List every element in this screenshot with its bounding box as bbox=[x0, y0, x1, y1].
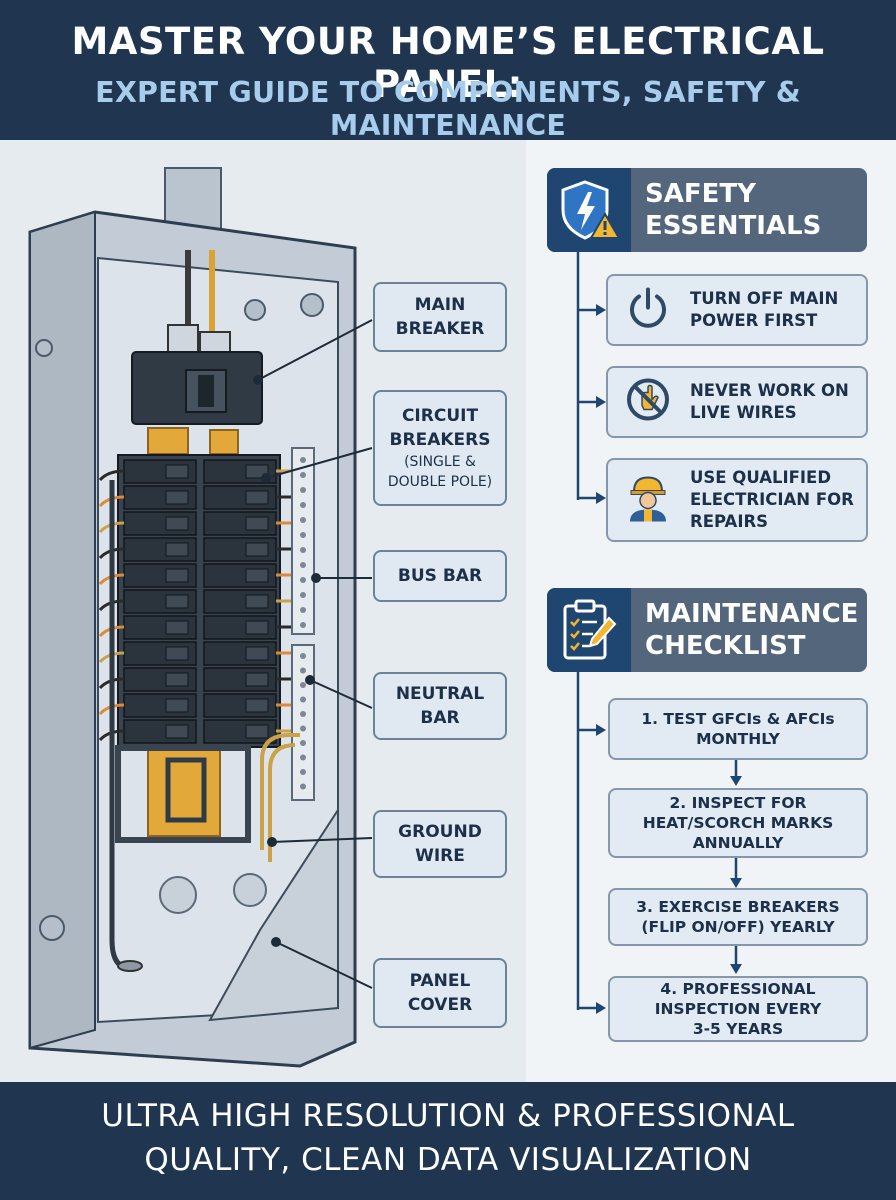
footer-banner: ULTRA HIGH RESOLUTION & PROFESSIONAL QUA… bbox=[0, 1082, 896, 1200]
power-icon bbox=[624, 284, 672, 337]
safety-item-3-line1: USE QUALIFIED bbox=[690, 468, 832, 487]
label-circuit-breakers-sub1: (SINGLE & bbox=[404, 454, 476, 470]
checklist-item-3-line1: 3. EXERCISE BREAKERS bbox=[636, 898, 840, 916]
label-ground-wire-line2: WIRE bbox=[415, 846, 465, 866]
label-panel-cover-line1: PANEL bbox=[409, 971, 471, 991]
label-ground-wire-line1: GROUND bbox=[398, 822, 482, 842]
label-main-breaker: MAIN BREAKER bbox=[373, 282, 507, 352]
checklist-item-4: 4. PROFESSIONAL INSPECTION EVERY 3-5 YEA… bbox=[608, 976, 868, 1042]
checklist-item-2: 2. INSPECT FOR HEAT/SCORCH MARKS ANNUALL… bbox=[608, 788, 868, 858]
no-touch-icon bbox=[624, 376, 672, 429]
label-circuit-breakers-line1: CIRCUIT bbox=[401, 406, 479, 426]
electrician-icon bbox=[624, 472, 672, 529]
label-neutral-bar-line1: NEUTRAL bbox=[395, 684, 485, 704]
label-circuit-breakers-line2: BREAKERS bbox=[389, 430, 491, 450]
label-main-breaker-line2: BREAKER bbox=[395, 319, 485, 339]
checklist-item-2-line3: ANNUALLY bbox=[692, 834, 784, 852]
label-bus-bar-line1: BUS BAR bbox=[397, 566, 483, 586]
label-panel-cover-line2: COVER bbox=[407, 995, 473, 1015]
safety-item-1-line2: POWER FIRST bbox=[690, 311, 818, 330]
safety-title-line1: SAFETY bbox=[645, 179, 756, 209]
maintenance-checklist-header: MAINTENANCE CHECKLIST bbox=[547, 588, 867, 672]
label-neutral-bar-line2: BAR bbox=[420, 708, 460, 728]
label-main-breaker-line1: MAIN bbox=[414, 295, 466, 315]
footer-line-1: ULTRA HIGH RESOLUTION & PROFESSIONAL bbox=[101, 1098, 795, 1134]
label-circuit-breakers-sub2: DOUBLE POLE) bbox=[387, 474, 493, 490]
flow-connectors bbox=[576, 252, 742, 1014]
checklist-item-2-line2: HEAT/SCORCH MARKS bbox=[642, 814, 834, 832]
safety-item-1-line1: TURN OFF MAIN bbox=[690, 289, 839, 308]
safety-item-power-off-text: TURN OFF MAIN POWER FIRST bbox=[690, 276, 856, 344]
checklist-item-1: 1. TEST GFCIs & AFCIs MONTHLY bbox=[608, 698, 868, 760]
label-ground-wire: GROUND WIRE bbox=[373, 810, 507, 878]
safety-essentials-header: SAFETY ESSENTIALS bbox=[547, 168, 867, 252]
bus-bar-strip bbox=[291, 447, 315, 635]
shield-lightning-icon bbox=[547, 168, 631, 252]
footer-line-2: QUALITY, CLEAN DATA VISUALIZATION bbox=[144, 1142, 752, 1178]
label-panel-cover: PANEL COVER bbox=[373, 958, 507, 1028]
safety-item-electrician-text: USE QUALIFIED ELECTRICIAN FOR REPAIRS bbox=[690, 460, 856, 540]
safety-item-2-line1: NEVER WORK ON bbox=[690, 381, 849, 400]
checklist-item-4-line2: INSPECTION EVERY bbox=[654, 1000, 822, 1018]
checklist-item-1-line2: MONTHLY bbox=[696, 730, 780, 748]
checklist-item-3: 3. EXERCISE BREAKERS (FLIP ON/OFF) YEARL… bbox=[608, 888, 868, 946]
safety-item-electrician: USE QUALIFIED ELECTRICIAN FOR REPAIRS bbox=[606, 458, 868, 542]
safety-item-live-wires: NEVER WORK ON LIVE WIRES bbox=[606, 366, 868, 438]
safety-item-3-line3: REPAIRS bbox=[690, 512, 769, 531]
label-circuit-breakers: CIRCUIT BREAKERS (SINGLE & DOUBLE POLE) bbox=[373, 390, 507, 506]
clipboard-icon bbox=[547, 588, 631, 672]
panel-cover-flap bbox=[208, 806, 339, 1022]
checklist-item-1-line1: 1. TEST GFCIs & AFCIs bbox=[641, 710, 835, 728]
page-title: MASTER YOUR HOME’S ELECTRICAL PANEL: bbox=[71, 20, 825, 106]
safety-essentials-title: SAFETY ESSENTIALS bbox=[645, 168, 821, 252]
checklist-item-4-line3: 3-5 YEARS bbox=[692, 1020, 784, 1038]
label-neutral-bar: NEUTRAL BAR bbox=[373, 672, 507, 740]
safety-item-power-off: TURN OFF MAIN POWER FIRST bbox=[606, 274, 868, 346]
maintenance-title-line2: CHECKLIST bbox=[645, 631, 806, 661]
breaker-rows bbox=[123, 459, 277, 744]
header-banner: MASTER YOUR HOME’S ELECTRICAL PANEL: EXP… bbox=[0, 0, 896, 142]
safety-item-2-line2: LIVE WIRES bbox=[690, 403, 797, 422]
safety-item-3-line2: ELECTRICIAN FOR bbox=[690, 490, 854, 509]
checklist-item-2-line1: 2. INSPECT FOR bbox=[669, 794, 807, 812]
safety-item-live-wires-text: NEVER WORK ON LIVE WIRES bbox=[690, 368, 856, 436]
maintenance-checklist-title: MAINTENANCE CHECKLIST bbox=[645, 588, 858, 672]
page-subtitle: EXPERT GUIDE TO COMPONENTS, SAFETY & MAI… bbox=[95, 76, 801, 142]
maintenance-title-line1: MAINTENANCE bbox=[645, 599, 859, 629]
label-bus-bar: BUS BAR bbox=[373, 550, 507, 602]
checklist-item-4-line1: 4. PROFESSIONAL bbox=[660, 980, 816, 998]
safety-title-line2: ESSENTIALS bbox=[645, 211, 822, 241]
checklist-item-3-line2: (FLIP ON/OFF) YEARLY bbox=[641, 918, 835, 936]
electrical-panel-illustration bbox=[28, 167, 373, 1068]
